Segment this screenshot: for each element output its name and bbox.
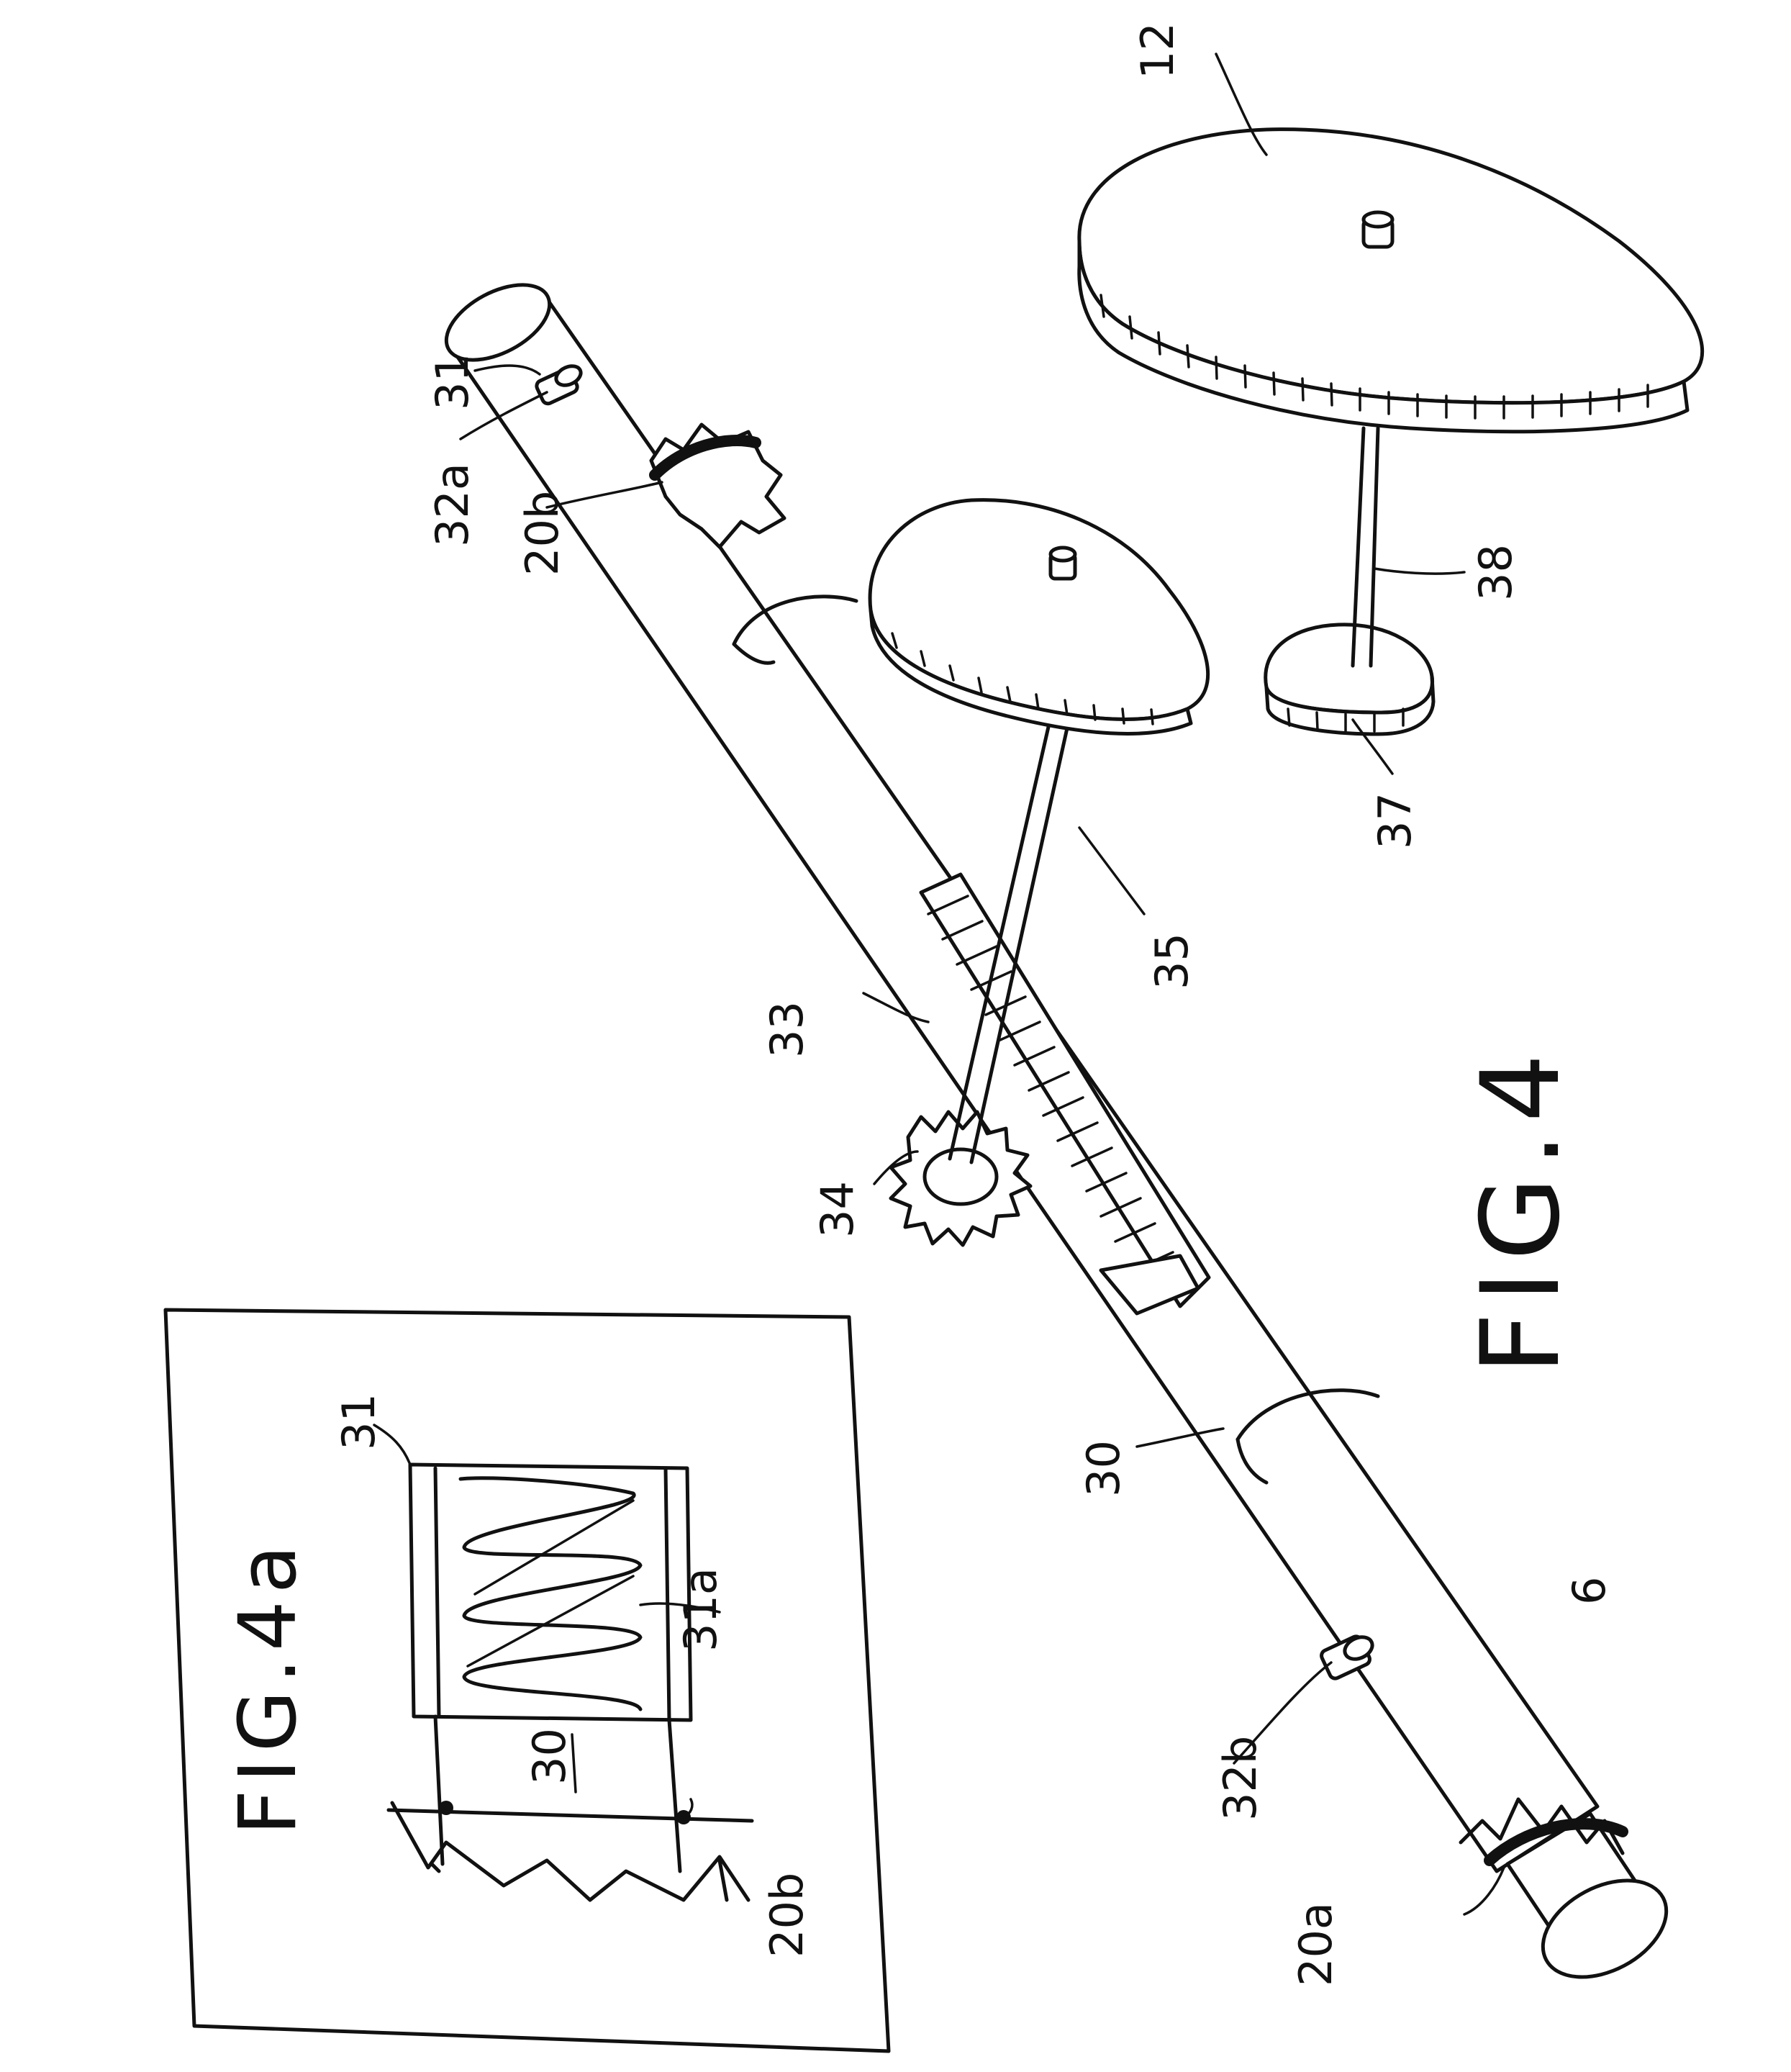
rod-6 xyxy=(1459,1797,1669,1979)
inset-rod-30-left xyxy=(433,1714,445,1866)
pin-32a xyxy=(535,364,583,406)
label-12: 12 xyxy=(1131,22,1184,79)
label-35: 35 xyxy=(1146,933,1198,990)
shaft-30 xyxy=(444,283,1600,1873)
upper-opening-20b xyxy=(649,422,786,549)
pinion-gear-34 xyxy=(889,1110,1033,1247)
fig4a-title: FIG.4a xyxy=(222,1538,314,1835)
label-6: 6 xyxy=(1563,1577,1615,1605)
shaft-38-a xyxy=(1351,426,1366,668)
pin-32b xyxy=(1320,1634,1374,1680)
inset-label-31: 31 xyxy=(332,1393,385,1450)
label-30: 30 xyxy=(1077,1440,1130,1497)
inset-labels: 31 31a 30 20b FIG.4a xyxy=(222,1393,813,1958)
label-32a: 32a xyxy=(426,463,479,547)
label-38: 38 xyxy=(1469,544,1522,601)
shaft-35-a xyxy=(948,700,1056,1161)
inset-label-30: 30 xyxy=(523,1728,576,1785)
inset-rod-30-right xyxy=(667,1718,682,1873)
shaft-35-b xyxy=(969,703,1074,1164)
inset-fig4a: 31 31a 30 20b FIG.4a xyxy=(163,1308,891,2053)
label-32b: 32b xyxy=(1214,1736,1266,1821)
small-gear-37 xyxy=(1264,623,1436,736)
inset-label-30-underline xyxy=(571,1733,577,1793)
seal-ring-20b xyxy=(649,435,761,481)
inset-label-20b: 20b xyxy=(761,1873,813,1958)
label-20a: 20a xyxy=(1289,1902,1342,1986)
spring-housing-31 xyxy=(408,1462,693,1722)
middle-disc-gear xyxy=(868,498,1210,736)
shaft-38-b xyxy=(1369,426,1380,668)
main-assembly: 12 31 32a 20b 38 37 35 33 34 30 6 32b 20… xyxy=(426,22,1705,1986)
coil-spring-31a xyxy=(458,1476,643,1711)
label-33: 33 xyxy=(761,1001,813,1058)
label-37: 37 xyxy=(1369,792,1421,849)
fig4-title: FIG.4 xyxy=(1459,1044,1584,1375)
label-34: 34 xyxy=(811,1181,863,1238)
main-labels: 12 31 32a 20b 38 37 35 33 34 30 6 32b 20… xyxy=(426,22,1615,1986)
inset-label-31a: 31a xyxy=(674,1567,727,1652)
label-31: 31 xyxy=(426,353,479,410)
leader-lines xyxy=(459,53,1505,1916)
label-20b: 20b xyxy=(516,491,568,576)
helical-rack-33 xyxy=(919,872,1211,1316)
large-disc-12 xyxy=(1077,127,1705,434)
seal-ring-20a xyxy=(1484,1818,1628,1866)
